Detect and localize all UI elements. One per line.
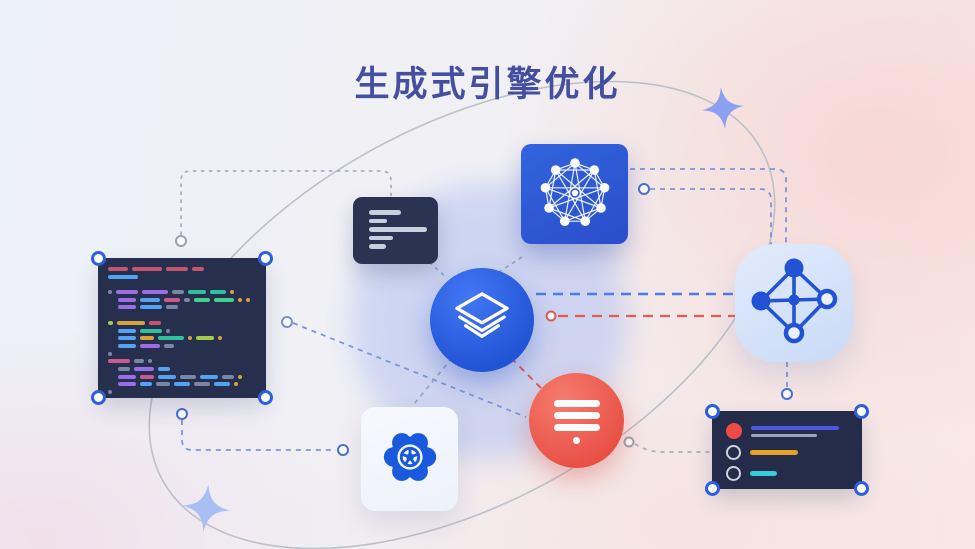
- connector-node: [623, 436, 635, 448]
- selection-handle: [258, 390, 273, 405]
- connector-node: [781, 388, 793, 400]
- neural-network-card: [521, 144, 628, 244]
- central-hub: [430, 268, 534, 372]
- list-icon: [553, 397, 600, 445]
- dashboard-rows: [726, 423, 862, 481]
- selection-handle: [91, 251, 106, 266]
- graph-icon: [744, 251, 844, 356]
- connector-node: [337, 444, 349, 456]
- selection-handle: [705, 404, 720, 419]
- selection-handle: [854, 404, 869, 419]
- neural-network-icon: [533, 150, 617, 239]
- code-editor-panel: [91, 251, 273, 405]
- selection-handle: [705, 481, 720, 496]
- sparkle-icon: [182, 484, 230, 532]
- connector-node: [175, 235, 187, 247]
- selection-handle: [258, 251, 273, 266]
- graph-card: [735, 244, 853, 362]
- selection-handle: [854, 481, 869, 496]
- selection-handle: [91, 390, 106, 405]
- connector-node: [281, 316, 293, 328]
- gear-card: [361, 407, 458, 511]
- connector-node: [638, 183, 650, 195]
- dashboard-panel: [705, 404, 869, 496]
- text-card-bars: [369, 210, 438, 249]
- code-lines: [98, 258, 266, 394]
- text-snippet-card: [353, 197, 438, 264]
- gear-icon: [379, 426, 441, 493]
- connector-node: [176, 408, 188, 420]
- page-title: 生成式引擎优化: [354, 65, 621, 105]
- layers-icon: [451, 291, 513, 350]
- list-bubble: [529, 373, 624, 468]
